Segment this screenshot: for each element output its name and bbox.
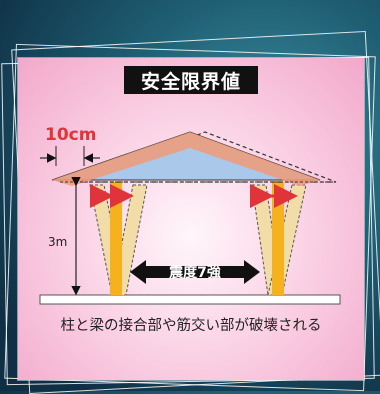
quake-arrow bbox=[130, 260, 260, 284]
title-badge: 安全限界値 bbox=[124, 66, 258, 94]
left-column bbox=[110, 182, 122, 295]
quake-intensity-label: 震度7強 bbox=[168, 264, 221, 281]
dimension-10cm-label: 10cm bbox=[45, 125, 96, 145]
caption-text: 柱と梁の接合部や筋交い部が破壊される bbox=[60, 318, 322, 334]
height-3m-label: 3m bbox=[48, 235, 67, 249]
right-column bbox=[272, 182, 284, 295]
ground-slab bbox=[39, 294, 341, 305]
